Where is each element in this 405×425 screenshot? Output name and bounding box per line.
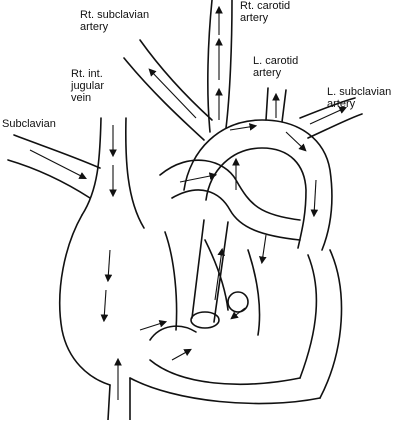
flow-arrow-jugular-4 — [100, 290, 109, 323]
label-line: L. subclavian — [327, 86, 392, 98]
ventricle-bottom — [130, 378, 320, 404]
flow-arrow-rt-subclavian — [148, 68, 196, 118]
label-rt-subclavian-artery: Rt. subclavian artery — [80, 9, 149, 33]
label-line: artery — [240, 12, 269, 24]
flow-arrow-descending-1 — [310, 180, 319, 218]
flow-arrow-ra-to-rv — [140, 320, 168, 330]
l-carotid-left — [266, 88, 268, 120]
flow-arrow-arch-1 — [230, 123, 258, 131]
outflow-tube-right — [214, 222, 228, 322]
ventricle-right-inner — [300, 255, 316, 378]
valve-ring — [191, 312, 219, 328]
flow-arrow-rv-1 — [172, 348, 192, 360]
septum-right — [248, 250, 260, 335]
rt-carotid-left-wall — [208, 0, 212, 132]
jugular-vein-outline-left — [82, 118, 101, 215]
label-line: artery — [80, 21, 109, 33]
aortic-arch-outer — [184, 120, 332, 250]
rt-subclavian-upper — [140, 40, 212, 120]
l-subclavian-upper — [300, 98, 355, 118]
rt-subclavian-lower — [124, 58, 204, 140]
label-subclavian: Subclavian — [2, 118, 56, 130]
flow-arrow-pulmonary — [180, 172, 218, 182]
ventricle-right-wall — [320, 250, 341, 398]
septum-left — [165, 232, 177, 330]
subclavian-vein-lower — [8, 160, 90, 198]
l-subclavian-lower — [308, 114, 362, 138]
subclavian-vein-upper — [14, 135, 100, 168]
label-line: jugular — [71, 80, 105, 92]
flow-arrow-jugular-3 — [104, 250, 113, 283]
label-line: Subclavian — [2, 118, 56, 130]
label-line: Rt. carotid — [240, 0, 291, 12]
rt-carotid-right-wall — [226, 0, 232, 128]
label-line: vein — [71, 92, 92, 104]
flow-arrow-arch-2 — [286, 132, 307, 152]
label-l-subclavian-artery: L. subclavian artery — [327, 86, 391, 110]
jugular-vein-outline-right — [126, 118, 144, 228]
right-atrium-outline — [60, 215, 110, 385]
small-valve — [228, 292, 248, 312]
label-l-carotid-artery: L. carotid artery — [253, 55, 298, 79]
label-line: Rt. subclavian — [80, 9, 150, 21]
label-line: artery — [253, 67, 282, 79]
flow-arrow-l-subclavian — [310, 106, 348, 124]
ivc-left — [108, 385, 110, 420]
flow-arrow-descending-2 — [258, 235, 267, 265]
pulmonary-artery-inner — [172, 190, 300, 240]
label-rt-int-jugular-vein: Rt. int. jugular vein — [71, 68, 104, 104]
ventricle-inner-curve — [150, 360, 300, 384]
label-line: L. carotid — [253, 55, 299, 67]
label-rt-carotid-artery: Rt. carotid artery — [240, 0, 290, 24]
valve-cusp — [150, 326, 196, 340]
label-line: artery — [327, 98, 356, 110]
flow-arrow-subclavian — [30, 150, 87, 179]
label-line: Rt. int. — [71, 68, 103, 80]
flow-arrow-lv-up — [215, 247, 226, 300]
l-carotid-right — [282, 90, 286, 122]
flow-arrow-lv-left — [230, 308, 245, 320]
outflow-tube-left — [192, 220, 204, 318]
